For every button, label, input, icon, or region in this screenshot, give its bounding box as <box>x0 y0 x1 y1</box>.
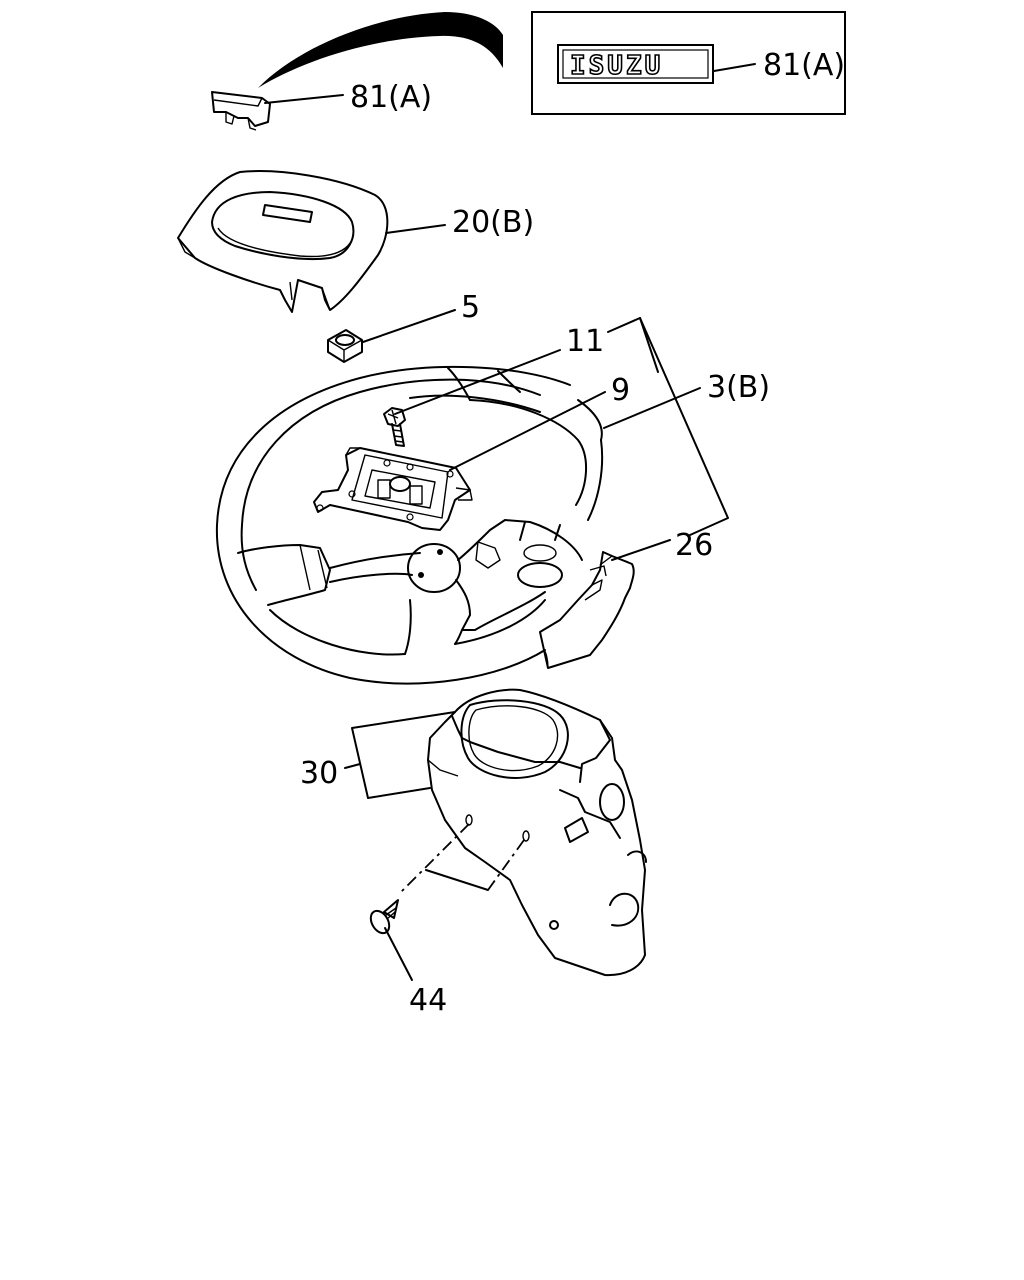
leader-line <box>344 763 361 769</box>
assembly-bracket <box>607 317 729 536</box>
leader-line <box>384 927 413 981</box>
leader-line <box>449 391 606 471</box>
nut-part <box>327 329 363 363</box>
leader-line <box>264 94 344 104</box>
leader-line <box>362 309 456 343</box>
cover-bracket <box>351 711 456 799</box>
bolt-part <box>383 407 406 447</box>
label-20b: 20(B) <box>452 205 534 240</box>
label-81a-clip: 81(A) <box>350 80 432 115</box>
leader-line <box>603 387 701 429</box>
label-11: 11 <box>566 324 604 359</box>
label-3b: 3(B) <box>707 370 770 405</box>
emblem-inset-box: ISUZU <box>531 11 846 115</box>
label-81a-inset: 81(A) <box>763 48 845 83</box>
switch-housing-part <box>539 551 635 669</box>
assembly-line <box>425 869 489 891</box>
screw-part <box>369 899 399 935</box>
isuzu-logo: ISUZU <box>570 51 663 81</box>
leader-line <box>394 349 561 415</box>
column-cover-part <box>427 688 647 977</box>
leader-line <box>385 224 446 234</box>
label-26: 26 <box>675 528 713 563</box>
leader-line <box>639 317 659 373</box>
assembly-dash <box>487 839 525 891</box>
leader-line <box>611 539 671 561</box>
emblem-clip-part <box>211 12 503 131</box>
bracket-plate-part <box>313 447 473 531</box>
leader-line <box>713 63 756 72</box>
steering-wheel-part <box>215 365 604 685</box>
horn-pad-cover-part <box>177 170 389 313</box>
label-9: 9 <box>611 373 630 408</box>
label-5: 5 <box>461 290 480 325</box>
assembly-dash <box>399 823 470 894</box>
label-44: 44 <box>409 983 447 1018</box>
label-30: 30 <box>300 756 338 791</box>
